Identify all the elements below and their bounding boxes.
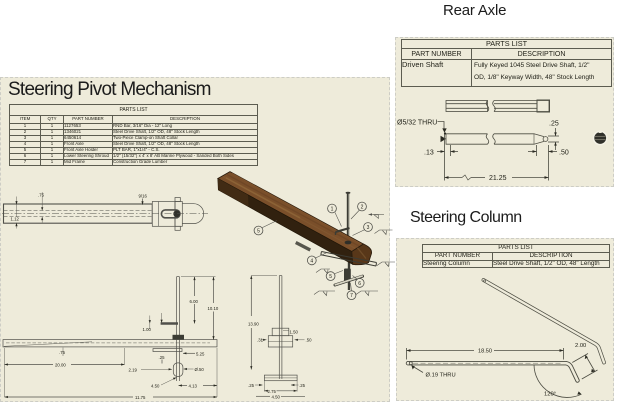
svg-text:.31: .31 bbox=[257, 338, 264, 343]
svg-text:5: 5 bbox=[329, 274, 332, 280]
svg-text:21.25: 21.25 bbox=[489, 175, 507, 182]
svg-text:Ø.19 THRU: Ø.19 THRU bbox=[426, 372, 456, 378]
svg-text:7: 7 bbox=[350, 293, 353, 299]
svg-text:2: 2 bbox=[361, 204, 364, 210]
svg-text:.75: .75 bbox=[38, 193, 45, 198]
svg-text:6.00: 6.00 bbox=[190, 299, 199, 304]
svg-text:9/16: 9/16 bbox=[139, 194, 148, 199]
svg-text:4.50: 4.50 bbox=[272, 394, 281, 399]
svg-text:13.90: 13.90 bbox=[248, 322, 259, 327]
svg-text:Ø5/32 THRU: Ø5/32 THRU bbox=[397, 120, 437, 127]
svg-text:5: 5 bbox=[257, 228, 260, 234]
svg-text:.50: .50 bbox=[306, 338, 313, 343]
svg-text:5.25: 5.25 bbox=[196, 351, 205, 356]
svg-text:3: 3 bbox=[367, 225, 370, 231]
svg-text:120°: 120° bbox=[544, 391, 556, 397]
svg-text:.13: .13 bbox=[424, 150, 434, 157]
svg-text:18.50: 18.50 bbox=[478, 349, 492, 355]
svg-text:.25: .25 bbox=[248, 383, 255, 388]
svg-text:10.10: 10.10 bbox=[208, 306, 219, 311]
svg-text:4: 4 bbox=[310, 258, 313, 264]
svg-text:1.12: 1.12 bbox=[11, 217, 20, 222]
svg-text:.50: .50 bbox=[559, 150, 569, 157]
svg-text:.25: .25 bbox=[159, 355, 166, 360]
svg-text:.25: .25 bbox=[299, 383, 306, 388]
svg-text:1.50: 1.50 bbox=[290, 330, 299, 335]
svg-text:2.00: 2.00 bbox=[575, 343, 586, 349]
svg-text:4.50: 4.50 bbox=[151, 384, 160, 389]
svg-text:.25: .25 bbox=[549, 121, 559, 128]
svg-text:.75: .75 bbox=[59, 350, 66, 355]
svg-text:11.75: 11.75 bbox=[135, 395, 146, 400]
svg-text:2.75: 2.75 bbox=[268, 389, 277, 394]
svg-text:4.13: 4.13 bbox=[189, 384, 198, 389]
svg-text:Ø.50: Ø.50 bbox=[195, 367, 205, 372]
svg-text:1.00: 1.00 bbox=[143, 327, 152, 332]
svg-text:1: 1 bbox=[331, 206, 334, 212]
svg-text:20.00: 20.00 bbox=[55, 363, 66, 368]
svg-text:2.19: 2.19 bbox=[129, 367, 138, 372]
svg-text:6: 6 bbox=[358, 281, 361, 287]
